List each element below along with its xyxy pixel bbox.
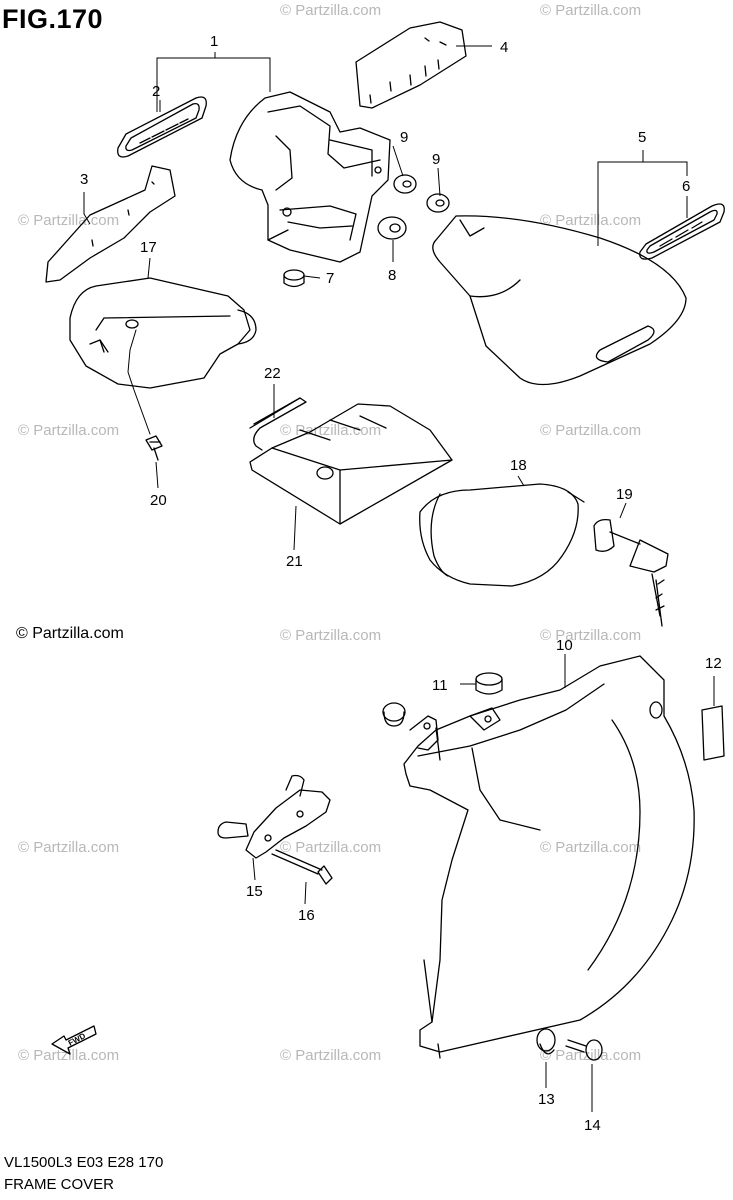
callout-11: 11 [432, 677, 448, 694]
callout-3: 3 [80, 171, 88, 188]
callout-6: 6 [682, 178, 690, 195]
watermark: © Partzilla.com [540, 212, 641, 229]
watermark: © Partzilla.com [540, 839, 641, 856]
callout-14: 14 [584, 1117, 601, 1134]
part-3-decal-marks [91, 181, 155, 247]
part-10-frame-cover [403, 655, 695, 1059]
part-15-bracket-plate [217, 774, 331, 859]
callout-21: 21 [286, 553, 303, 570]
part-8-grommet [377, 216, 407, 240]
part-2-emblem [117, 96, 207, 158]
callout-20: 20 [150, 492, 167, 509]
watermark: © Partzilla.com [280, 839, 381, 856]
part-18-lock-body [419, 483, 585, 587]
callout-13: 13 [538, 1091, 555, 1108]
watermark: © Partzilla.com [280, 2, 381, 19]
callout-9a: 9 [400, 129, 408, 146]
callout-12: 12 [705, 655, 722, 672]
watermark: © Partzilla.com [18, 212, 119, 229]
leader-17-20 [127, 329, 151, 435]
model-code: VL1500L3 E03 E28 170 [4, 1154, 164, 1171]
watermark: © Partzilla.com [280, 422, 381, 439]
callout-1: 1 [210, 33, 218, 50]
watermark: © Partzilla.com [540, 2, 641, 19]
copyright-notice: © Partzilla.com [16, 625, 124, 642]
watermark: © Partzilla.com [280, 1047, 381, 1064]
part-5-side-cover [432, 215, 687, 386]
callout-16: 16 [298, 907, 315, 924]
callout-labels: 1 2 3 4 5 6 7 8 9 9 10 11 12 13 14 15 16… [80, 33, 722, 1134]
leader-lines [83, 45, 715, 1112]
callout-22: 22 [264, 365, 281, 382]
watermark: © Partzilla.com [280, 627, 381, 644]
callout-2: 2 [152, 83, 160, 100]
callout-9b: 9 [432, 151, 440, 168]
watermark: © Partzilla.com [540, 422, 641, 439]
fwd-arrow-icon [51, 1025, 97, 1055]
part-19-lock-key [593, 518, 669, 627]
part-20-bolt [145, 435, 163, 461]
part-16-bolt [271, 849, 333, 885]
part-9-grommet-b [426, 193, 450, 213]
section-name: FRAME COVER [4, 1176, 115, 1193]
part-11-grommet [475, 672, 503, 695]
part-1-bracket [229, 91, 391, 263]
part-4-decal [355, 21, 467, 109]
watermark: © Partzilla.com [18, 1047, 119, 1064]
part-4-decal-marks [369, 37, 447, 104]
watermark: © Partzilla.com [18, 422, 119, 439]
callout-17: 17 [140, 239, 157, 256]
callout-7: 7 [326, 270, 334, 287]
watermark: © Partzilla.com [540, 627, 641, 644]
callout-4: 4 [500, 39, 508, 56]
callout-15: 15 [246, 883, 263, 900]
part-7-grommet [283, 269, 305, 288]
callout-18: 18 [510, 457, 527, 474]
watermark-group: © Partzilla.com © Partzilla.com © Partzi… [18, 2, 641, 1064]
callout-8: 8 [388, 267, 396, 284]
callout-5: 5 [638, 129, 646, 146]
part-17-tool-box [69, 277, 257, 389]
watermark: © Partzilla.com [18, 839, 119, 856]
callout-10: 10 [556, 637, 573, 654]
figure-title: FIG.170 [2, 4, 104, 34]
part-12-label [701, 705, 725, 761]
part-10-grommet-small [382, 702, 406, 727]
part-9-grommet-a [393, 174, 417, 194]
part-22-hex-key [249, 397, 307, 451]
part-3-decal [45, 165, 176, 283]
part-13-grommet [536, 1028, 556, 1055]
part-6-emblem [639, 203, 725, 260]
callout-19: 19 [616, 486, 633, 503]
watermark: © Partzilla.com [540, 1047, 641, 1064]
part-21-tool-bag [249, 403, 453, 525]
part-14-pin [565, 1039, 603, 1061]
